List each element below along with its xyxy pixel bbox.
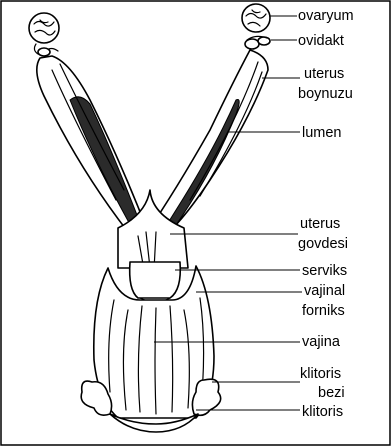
label-klitoris-bezi-line1: klitoris	[300, 366, 341, 382]
left-ovary	[29, 13, 59, 43]
label-uterus-govdesi-line1: uterus	[300, 216, 340, 232]
right-ovary	[242, 4, 270, 32]
label-klitoris: klitoris	[302, 404, 343, 420]
label-vajinal-forniks-line1: vajinal	[304, 283, 345, 299]
label-uterus-govdesi-line2: govdesi	[298, 236, 348, 252]
label-vajinal-forniks-line2: forniks	[302, 303, 345, 319]
left-uterine-horn	[37, 56, 148, 232]
left-oviduct	[34, 44, 58, 56]
label-lumen: lumen	[302, 125, 342, 141]
label-uterus-boynuzu-line1: uterus	[304, 66, 344, 82]
right-uterine-horn	[146, 50, 268, 236]
cervix	[130, 262, 181, 302]
label-vajina: vajina	[302, 334, 341, 350]
label-klitoris-bezi-line2: bezi	[318, 385, 345, 401]
label-ovidakt: ovidakt	[298, 33, 344, 49]
label-ovaryum: ovaryum	[298, 8, 354, 24]
label-uterus-boynuzu-line2: boynuzu	[298, 86, 353, 102]
right-oviduct	[245, 36, 270, 49]
label-serviks: serviks	[302, 263, 347, 279]
